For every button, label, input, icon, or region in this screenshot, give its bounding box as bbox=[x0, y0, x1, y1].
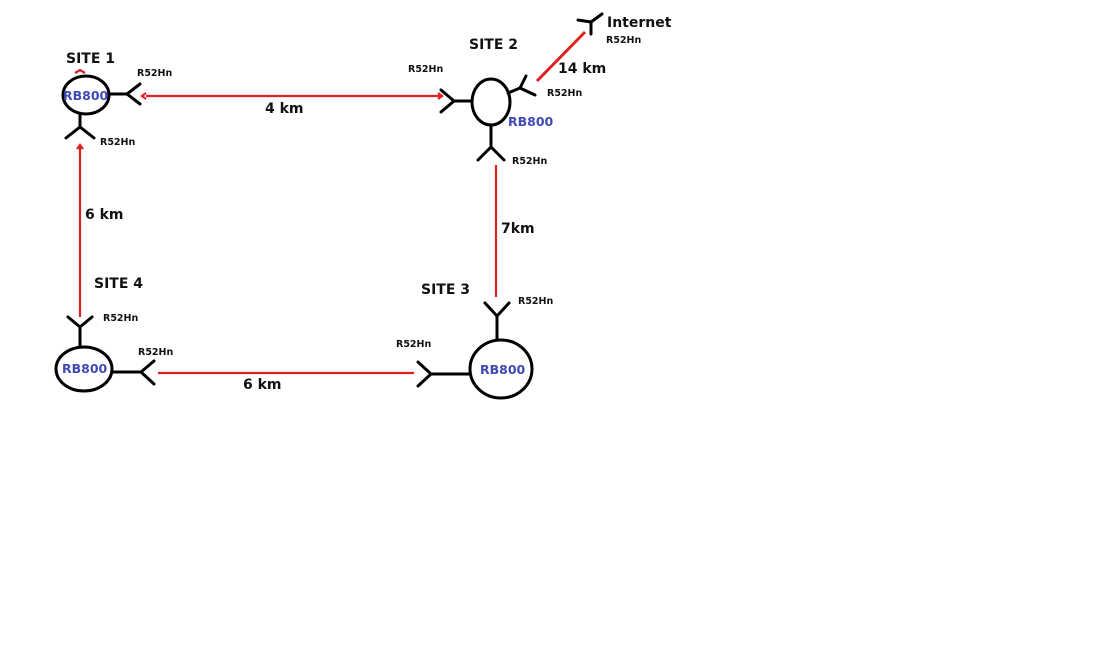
antenna-label-site1-east: R52Hn bbox=[137, 68, 172, 79]
antenna-label-site2-northeast: R52Hn bbox=[547, 88, 582, 99]
antenna-label-site2-south: R52Hn bbox=[512, 156, 547, 167]
device-label-site4: RB800 bbox=[62, 361, 108, 376]
distance-label-site4-site1: 6 km bbox=[85, 207, 124, 223]
antenna-site1-east-icon bbox=[125, 82, 142, 106]
link-end-mark bbox=[437, 92, 444, 100]
antenna-site2-northeast-icon bbox=[518, 74, 537, 97]
device-label-site2: RB800 bbox=[508, 114, 554, 129]
device-label-site3: RB800 bbox=[480, 362, 526, 377]
antenna-label-site4-north: R52Hn bbox=[103, 313, 138, 324]
antenna-site4-east-icon bbox=[139, 359, 156, 386]
distance-label-site2-internet: 14 km bbox=[558, 61, 606, 77]
antenna-site3-north-icon bbox=[483, 301, 511, 318]
antenna-label-internet: R52Hn bbox=[606, 35, 641, 46]
device-label-site1: RB800 bbox=[63, 88, 109, 103]
antenna-label-site1-south: R52Hn bbox=[100, 137, 135, 148]
distance-label-site3-site4: 6 km bbox=[243, 377, 282, 393]
antenna-label-site3-north: R52Hn bbox=[518, 296, 553, 307]
router-site3 bbox=[468, 338, 534, 400]
site-label-2: SITE 2 bbox=[469, 37, 518, 53]
site-label-4: SITE 4 bbox=[94, 276, 143, 292]
antenna-site2-west-icon bbox=[439, 88, 456, 114]
distance-label-site2-site3: 7km bbox=[501, 221, 535, 237]
site-label-1: SITE 1 bbox=[66, 51, 115, 67]
site-label-3: SITE 3 bbox=[421, 282, 470, 298]
link-end-mark bbox=[74, 68, 86, 74]
antenna-site2-south-icon bbox=[476, 145, 506, 162]
antenna-label-site4-east: R52Hn bbox=[138, 347, 173, 358]
antenna-site1-south-icon bbox=[64, 125, 96, 140]
antenna-mast bbox=[506, 86, 522, 95]
antenna-label-site3-west: R52Hn bbox=[396, 339, 431, 350]
antenna-site3-west-icon bbox=[416, 360, 433, 388]
link-site2-internet bbox=[535, 30, 587, 83]
antenna-label-site2-west: R52Hn bbox=[408, 64, 443, 75]
router-site4 bbox=[54, 345, 114, 393]
link-end-mark bbox=[76, 143, 84, 150]
distance-label-site1-site2: 4 km bbox=[265, 101, 304, 117]
router-site2 bbox=[470, 77, 512, 127]
antenna-internet-icon bbox=[576, 12, 604, 24]
internet-label: Internet bbox=[607, 15, 672, 31]
link-end-mark bbox=[140, 92, 147, 100]
antenna-site4-north-icon bbox=[66, 315, 94, 329]
